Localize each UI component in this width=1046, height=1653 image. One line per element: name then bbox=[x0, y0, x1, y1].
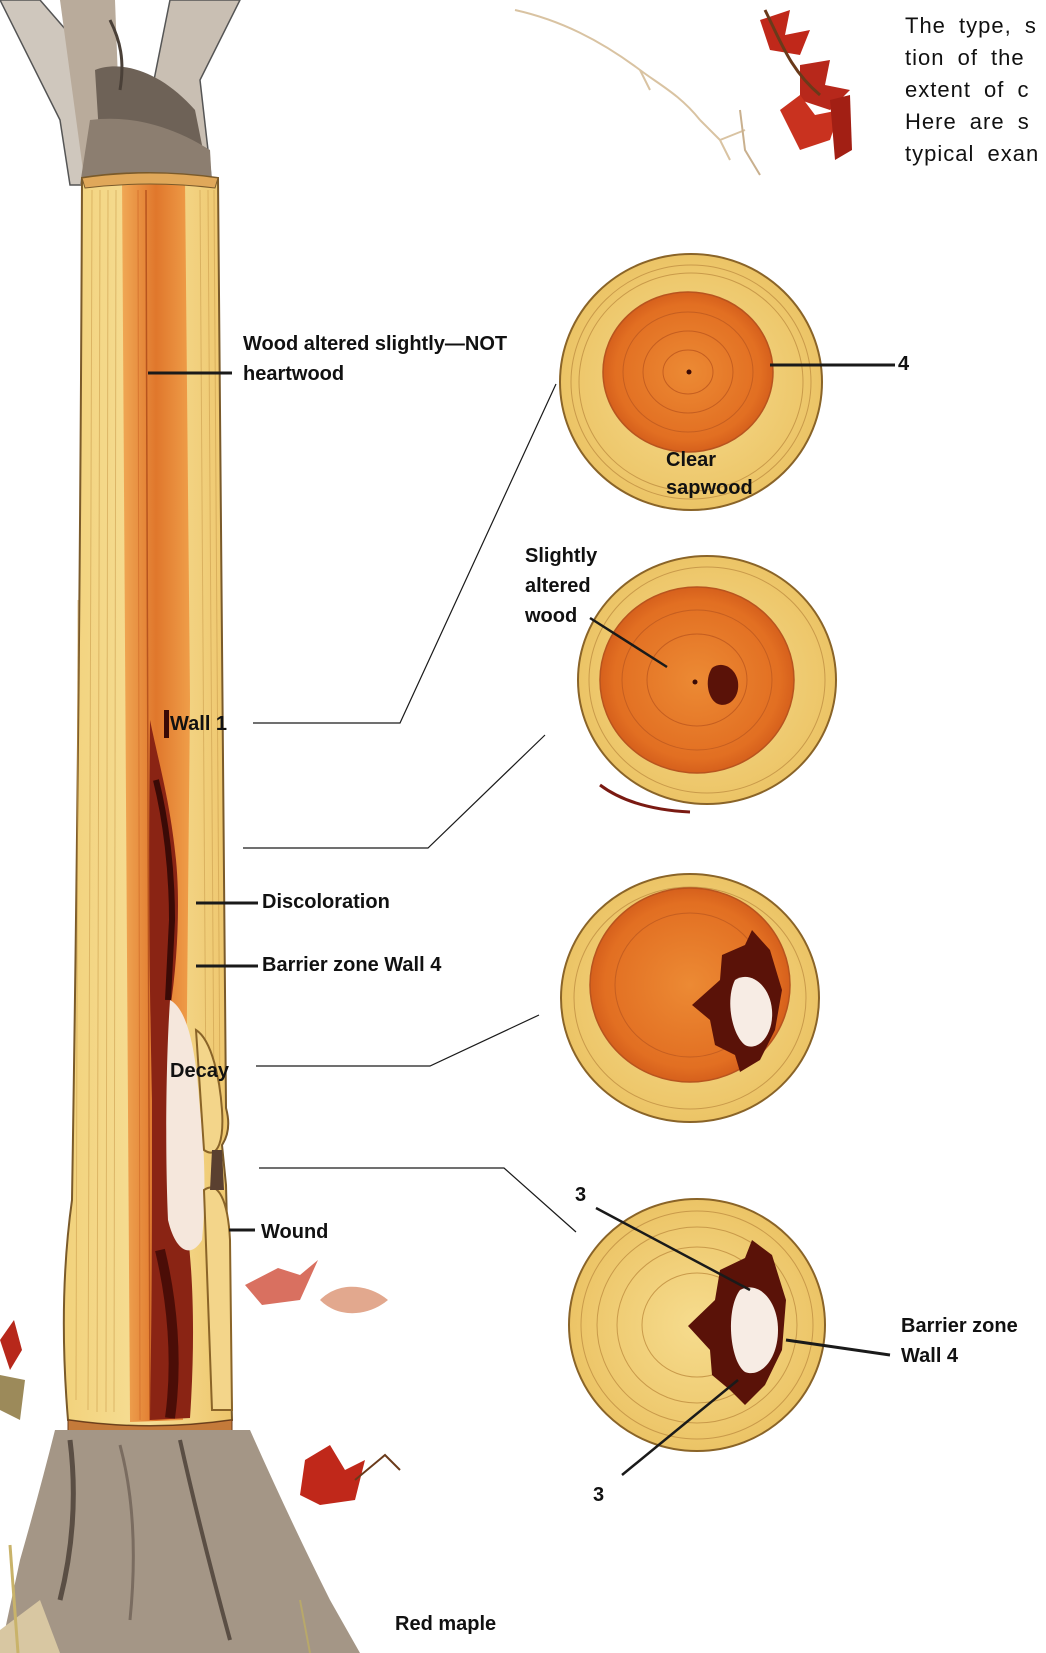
intro-line: Here are s bbox=[905, 106, 1046, 138]
section4-barrier-line2: Wall 4 bbox=[901, 1341, 958, 1371]
tree-crown-bark bbox=[0, 0, 240, 185]
label-discoloration: Discoloration bbox=[262, 887, 390, 917]
label-wood-altered-line1: Wood altered slightly—NOT bbox=[243, 329, 507, 359]
intro-line: The type, s bbox=[905, 10, 1046, 42]
section2-label-line3: wood bbox=[525, 601, 577, 631]
label-wall-1: Wall 1 bbox=[170, 709, 227, 739]
intro-line: typical exan bbox=[905, 138, 1046, 170]
trunk-section bbox=[64, 173, 232, 1438]
section1-clear-line1: Clear bbox=[666, 445, 716, 475]
caption-red-maple: Red maple bbox=[395, 1609, 496, 1639]
label-wound: Wound bbox=[261, 1217, 328, 1247]
section2-label-line2: altered bbox=[525, 571, 591, 601]
section4-number-3-top: 3 bbox=[575, 1180, 586, 1210]
intro-line: tion of the bbox=[905, 42, 1046, 74]
label-decay: Decay bbox=[170, 1056, 229, 1086]
cross-section-3 bbox=[561, 874, 819, 1122]
section4-number-3-bottom: 3 bbox=[593, 1480, 604, 1510]
section1-number-4: 4 bbox=[898, 349, 909, 379]
label-barrier-zone: Barrier zone Wall 4 bbox=[262, 950, 441, 980]
section1-clear-line2: sapwood bbox=[666, 473, 753, 503]
section4-barrier-line1: Barrier zone bbox=[901, 1311, 1018, 1341]
intro-text: The type, s tion of the extent of c Here… bbox=[905, 10, 1046, 170]
section2-label-line1: Slightly bbox=[525, 541, 597, 571]
label-wood-altered-line2: heartwood bbox=[243, 359, 344, 389]
cross-section-2 bbox=[578, 556, 836, 812]
intro-line: extent of c bbox=[905, 74, 1046, 106]
